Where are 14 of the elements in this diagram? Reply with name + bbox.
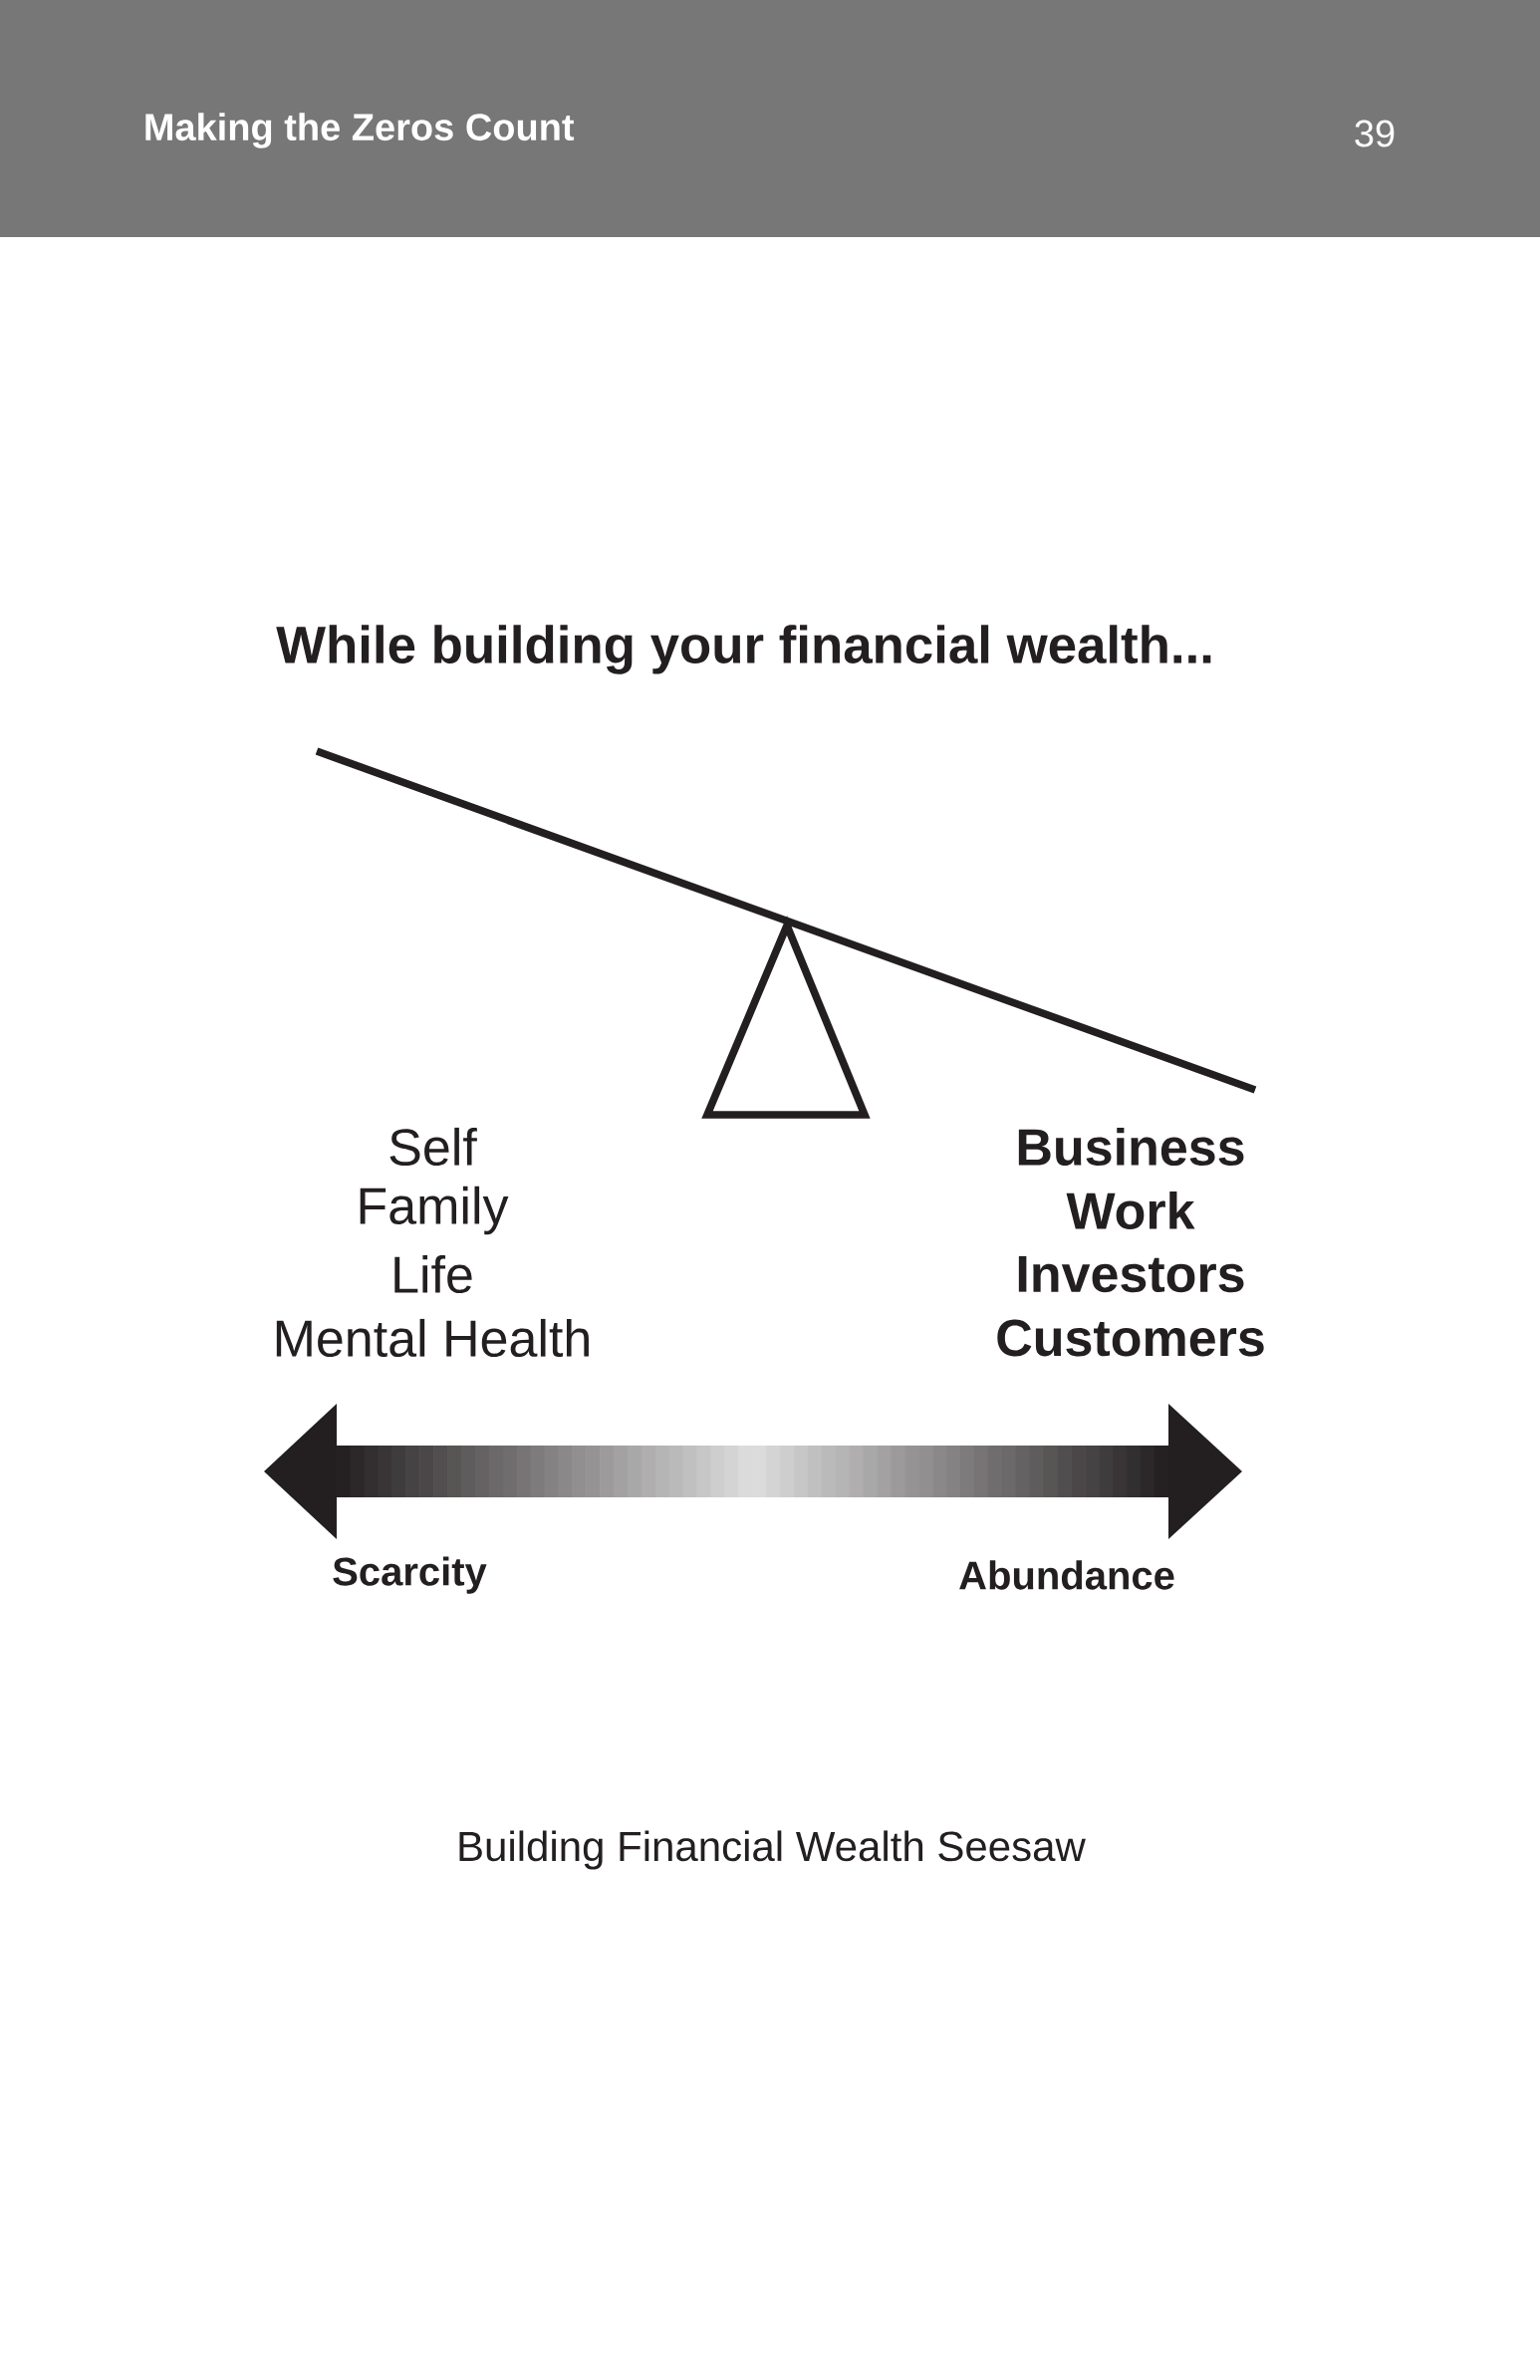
diagram-title: While building your financial wealth... <box>276 625 1211 674</box>
category-label: Life <box>394 1254 472 1294</box>
running-header: Making the Zeros Count <box>145 113 575 148</box>
scale-label: Abundance <box>959 1560 1174 1590</box>
category-label: Investors <box>1018 1255 1244 1293</box>
figure-caption: Building Financial Wealth Seesaw <box>459 1830 1086 1870</box>
category-label: Mental Health <box>276 1318 589 1358</box>
category-label: Self <box>389 1127 477 1167</box>
category-label: Family <box>360 1186 509 1235</box>
scale-label: Scarcity <box>333 1556 487 1594</box>
page-number: 39 <box>1355 120 1395 147</box>
category-label: Customers <box>997 1319 1264 1357</box>
category-label: Work <box>1066 1190 1195 1230</box>
category-label: Business <box>1018 1127 1244 1167</box>
